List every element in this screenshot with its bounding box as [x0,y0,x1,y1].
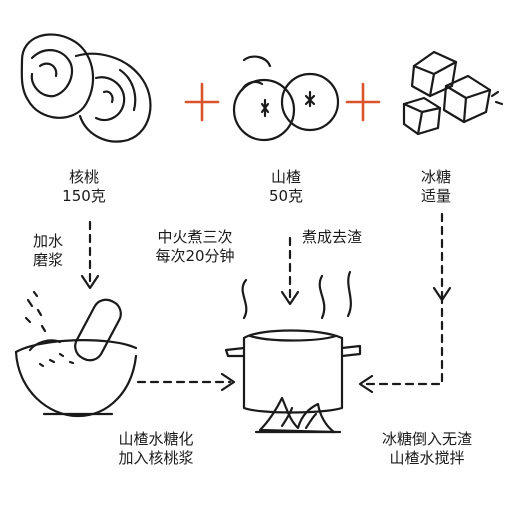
step-mix-walnut-line1: 山楂水糖化 [118,430,194,448]
rock-sugar-name: 冰糖 [420,168,451,186]
step-mix-walnut-line2: 加入核桃浆 [118,449,194,467]
step-mix-walnut: 山楂水糖化 加入核桃浆 [96,430,216,468]
steam-icon [241,270,352,320]
walnut-icon [20,33,152,143]
step-boil: 中火煮三次 每次20分钟 [140,228,250,266]
step-add-sugar-line1: 冰糖倒入无渣 [381,430,472,448]
step-add-sugar-line2: 山楂水搅拌 [389,449,465,467]
step-strain: 煮成去渣 [282,228,382,247]
hawthorn-label: 山楂 50克 [248,168,324,206]
step-grind-line2: 磨浆 [32,251,63,269]
hawthorn-amount: 50克 [268,187,304,205]
mortar-icon [14,290,138,418]
walnut-amount: 150克 [62,187,106,205]
step-add-sugar: 冰糖倒入无渣 山楂水搅拌 [362,430,492,468]
hawthorn-icon [232,55,340,142]
pot-icon [224,329,362,414]
arrow-heads [80,274,452,394]
rock-sugar-amount: 适量 [420,187,451,205]
rock-sugar-icon [402,50,504,136]
arrow-sugar-to-pot [360,294,444,386]
step-strain-text: 煮成去渣 [301,228,362,246]
flame-icon [254,396,342,434]
walnut-name: 核桃 [68,168,99,186]
rock-sugar-label: 冰糖 适量 [398,168,474,206]
flow-arrows [88,212,444,386]
step-grind-line1: 加水 [32,232,63,250]
plus-icon-1 [184,82,220,122]
walnut-label: 核桃 150克 [46,168,122,206]
step-boil-line2: 每次20分钟 [155,247,235,265]
hawthorn-name: 山楂 [270,168,301,186]
step-boil-line1: 中火煮三次 [157,228,233,246]
step-grind: 加水 磨浆 [18,232,78,270]
plus-icon-2 [345,82,381,122]
